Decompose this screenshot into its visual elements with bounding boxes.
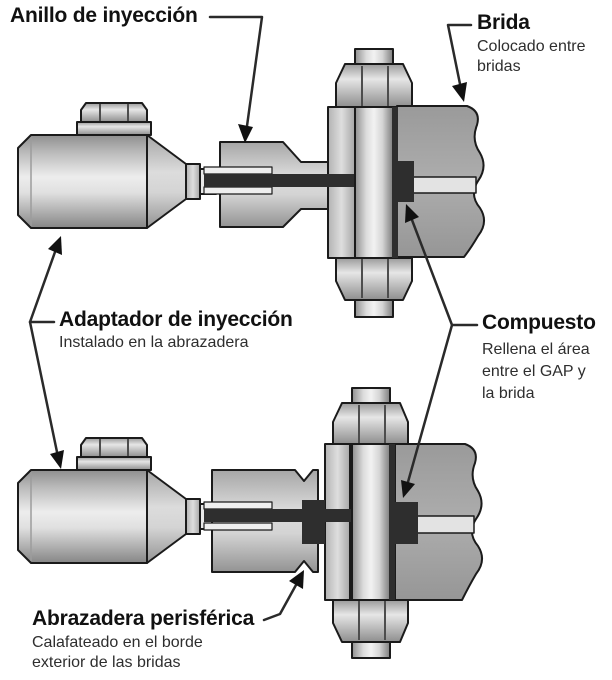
top-assembly: [17, 48, 485, 318]
label-compuesto-caption-line2: entre el GAP y: [482, 363, 586, 380]
bottom-assembly: [17, 387, 483, 659]
bolt-hex-nut-lower-bottom-icon: [332, 599, 409, 643]
arrowhead-compuesto-lower-icon: [401, 480, 415, 498]
tube-channel-lower-icon: [203, 186, 273, 195]
injection-tube-bottom: [204, 509, 352, 522]
bolt-shaft-bottom: [351, 443, 391, 601]
leader-lines: [28, 15, 479, 622]
leader-line-compuesto-lower: [406, 323, 454, 484]
label-compuesto-caption-line1: Rellena el área: [482, 341, 590, 358]
arrowhead-adaptador-lower-icon: [50, 450, 64, 469]
label-abrazadera: Abrazadera perisférica Calafateado en el…: [32, 607, 254, 673]
injection-adapter-cone-top: [146, 134, 187, 229]
compound-fill-bottom-right: [389, 502, 418, 544]
adapter-nut-washer-icon: [76, 121, 152, 136]
leader-line-anillo: [208, 15, 264, 128]
label-anillo-title: Anillo de inyección: [10, 4, 198, 27]
label-brida: Brida Colocado entre bridas: [477, 11, 586, 77]
label-brida-title: Brida: [477, 11, 530, 34]
bolt-stud-lower-bottom: [351, 641, 391, 659]
adapter-hex-nut-bottom-icon: [80, 437, 148, 458]
compound-fill-bottom-left: [302, 500, 325, 544]
label-abrazadera-caption-line2: exterior de las bridas: [32, 654, 181, 671]
injection-adapter-body-top: [17, 134, 148, 229]
tube-channel-upper-icon: [203, 501, 273, 510]
tube-channel-upper-icon: [203, 166, 273, 175]
leader-line-adaptador-upper: [28, 250, 57, 324]
adapter-hex-nut-top-icon: [80, 102, 148, 123]
adapter-fitting-bottom: [185, 498, 201, 535]
label-adaptador: Adaptador de inyección Instalado en la a…: [59, 308, 293, 353]
label-brida-caption-line1: Colocado entre: [477, 38, 586, 55]
injection-adapter-body-bottom: [17, 469, 148, 564]
bolt-shaft-top: [354, 106, 394, 259]
label-brida-caption-line2: bridas: [477, 58, 521, 75]
tube-channel-lower-icon: [203, 522, 273, 531]
compound-fill-top: [392, 161, 414, 202]
label-abrazadera-title: Abrazadera perisférica: [32, 607, 255, 630]
adapter-fitting-top: [185, 163, 201, 200]
bolt-hex-nut-upper-bottom-icon: [332, 402, 409, 445]
leader-line-adaptador-lower: [28, 320, 59, 454]
arrowhead-adaptador-upper-icon: [48, 236, 62, 255]
label-compuesto-caption-line3: la brida: [482, 385, 535, 402]
injection-adapter-cone-bottom: [146, 469, 187, 564]
label-compuesto: Compuesto Rellena el área entre el GAP y…: [482, 311, 596, 405]
bolt-hex-nut-upper-top-icon: [335, 63, 413, 108]
arrowhead-brida-icon: [452, 82, 467, 102]
label-anillo: Anillo de inyección: [10, 4, 198, 27]
label-adaptador-title: Adaptador de inyección: [59, 308, 293, 331]
adapter-nut-washer-icon: [76, 456, 152, 471]
label-adaptador-caption: Instalado en la abrazadera: [59, 334, 249, 351]
leader-line-brida: [446, 23, 473, 86]
label-abrazadera-caption-line1: Calafateado en el borde: [32, 634, 203, 651]
bolt-stud-lower-top: [354, 299, 394, 318]
arrowhead-anillo-icon: [238, 124, 253, 143]
leader-line-abrazadera: [262, 583, 298, 622]
bolt-hex-nut-lower-top-icon: [335, 257, 413, 301]
arrowhead-abrazadera-icon: [289, 570, 304, 589]
label-compuesto-title: Compuesto: [482, 311, 596, 334]
injection-tube-top: [204, 174, 357, 187]
arrowhead-compuesto-upper-icon: [405, 204, 419, 223]
